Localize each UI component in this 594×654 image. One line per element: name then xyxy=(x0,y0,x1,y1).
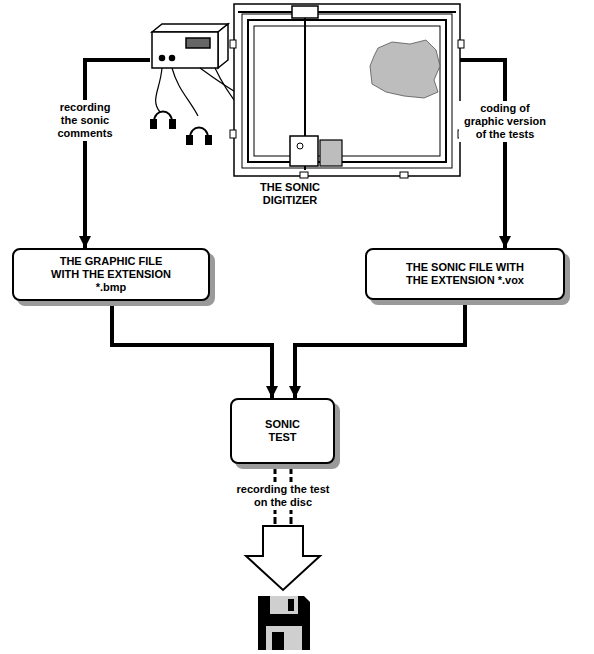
flow-arrow xyxy=(295,300,465,398)
node-text: THE SONIC DIGITIZER xyxy=(245,181,335,207)
arrow-label: recording the test on the disc xyxy=(231,482,335,510)
node-text: THE SONIC FILE WITH THE EXTENSION *.vox xyxy=(402,261,529,287)
device-caption: THE SONIC DIGITIZER xyxy=(150,0,460,212)
map-outline xyxy=(370,40,440,98)
edge-label: recording the sonic comments xyxy=(52,100,118,141)
flow-arrow xyxy=(112,301,272,398)
flow-arrow xyxy=(460,60,505,248)
digitizer-tablet xyxy=(230,4,464,178)
edge-label: coding of graphic version of the tests xyxy=(459,101,551,142)
process-box: SONIC TEST xyxy=(230,398,335,464)
control-unit xyxy=(152,24,228,68)
node-text: THE GRAPHIC FILE WITH THE EXTENSION *.bm… xyxy=(48,255,175,294)
file-box: THE SONIC FILE WITH THE EXTENSION *.vox xyxy=(365,248,565,300)
node-text: SONIC TEST xyxy=(258,418,308,444)
file-box: THE GRAPHIC FILE WITH THE EXTENSION *.bm… xyxy=(12,248,210,301)
headphones xyxy=(151,112,211,145)
flow-arrow xyxy=(85,60,150,248)
floppy-disk-icon xyxy=(258,596,310,650)
